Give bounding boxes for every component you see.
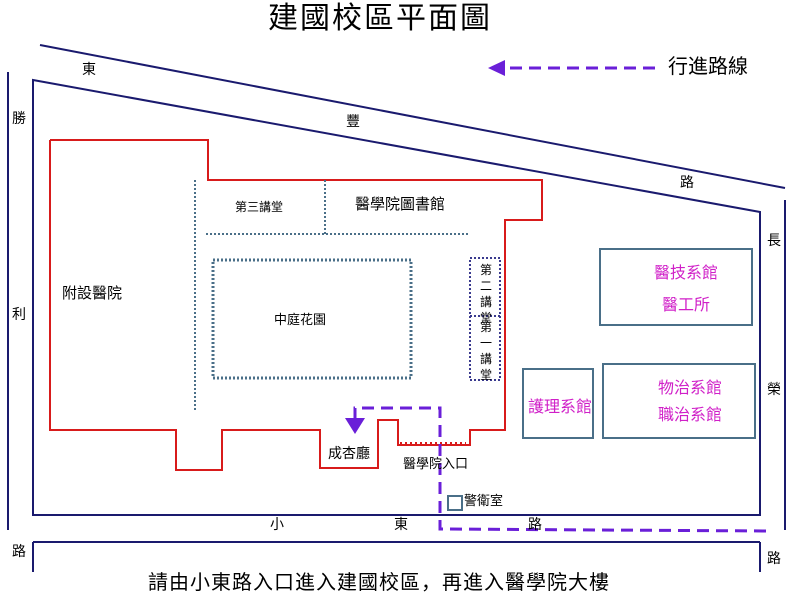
library-label: 醫學院圖書館 [355,195,446,213]
road-label-feng: 豐 [346,114,360,130]
hospital-label: 附設醫院 [62,284,123,302]
road-label-sheng: 勝 [12,111,26,127]
road-label-lu-bottom: 路 [528,517,542,533]
road-label-dong-bottom: 東 [394,517,408,533]
road-label-chang: 長 [767,233,781,249]
route-arrow-icon [345,418,365,434]
medtech-label: 醫技系館 [654,263,719,282]
medeng-label: 醫工所 [662,295,711,314]
campus-boundary [32,78,761,516]
legend-label: 行進路線 [668,54,748,78]
nursing-building [522,368,594,439]
route-path [353,406,767,533]
ot-label: 職治系館 [658,405,723,424]
map-title: 建國校區平面圖 [268,1,492,36]
dongfeng-road-outer-line [39,44,786,189]
pt-ot-building [602,363,756,439]
lecture2-label: 第二講堂 [479,263,492,325]
chengxing-hall-label: 成杏廳 [328,446,370,462]
lecture3-label: 第三講堂 [235,200,284,214]
courtyard-outline [211,258,413,380]
med-entrance-label: 醫學院入口 [403,457,469,472]
guard-room-icon [447,495,463,511]
medtech-building [599,248,753,326]
guard-room-label: 警衛室 [464,494,504,509]
road-label-li: 利 [12,307,26,323]
nursing-label: 護理系館 [528,397,593,416]
road-label-rong: 榮 [767,382,781,398]
lecture1-label: 第一講堂 [479,320,492,382]
road-label-lu-right: 路 [767,551,781,567]
medical-building-outline [49,139,543,471]
road-label-lu-top: 路 [680,175,694,191]
road-lines [7,44,786,572]
road-label-xiao: 小 [270,517,284,533]
legend-arrow-icon [488,60,505,76]
road-label-lu-left: 路 [12,544,26,560]
courtyard-label: 中庭花園 [274,313,327,328]
directions-caption: 請由小東路入口進入建國校區，再進入醫學院大樓 [148,570,610,594]
road-label-dong: 東 [82,62,96,78]
pt-label: 物治系館 [658,378,723,397]
